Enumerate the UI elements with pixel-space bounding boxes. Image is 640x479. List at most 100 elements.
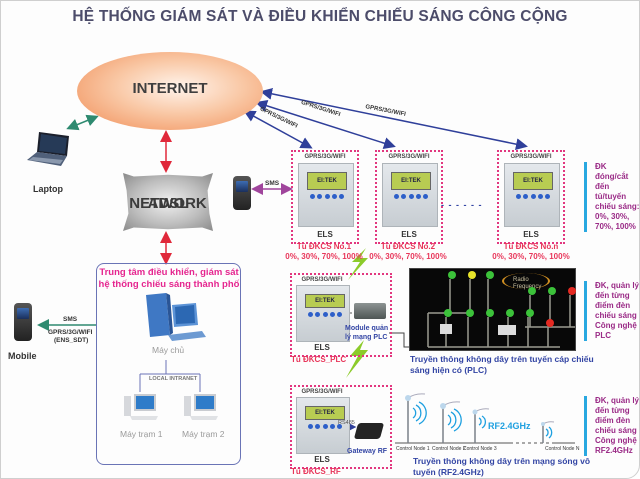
note-line: 0%, 30%,	[595, 212, 630, 221]
cabinet-comm-label: GPRS/3G/WIFI	[304, 154, 346, 160]
mobile-link-service: (ENS_SDT)	[54, 337, 89, 344]
cabinet-buttons	[310, 194, 344, 199]
module-line: lý mạng PLC	[345, 334, 388, 341]
cabinet-levels: 0%, 30%, 70%, 100%	[492, 252, 570, 261]
cabinet-buttons	[308, 312, 342, 317]
plc-cable	[389, 332, 409, 348]
lamp-status-red	[568, 287, 576, 295]
internet-cloud: INTERNET	[77, 52, 263, 130]
controller-icon	[440, 324, 452, 334]
mobile-phone-icon	[14, 303, 32, 341]
cabinet-device: EI:TEK	[296, 285, 350, 342]
caption-line: Truyền thông không dây trên tuyến cáp ch…	[410, 354, 594, 364]
diagram-title: HỆ THỐNG GIÁM SÁT VÀ ĐIỀU KHIỂN CHIẾU SÁ…	[72, 8, 568, 25]
workstation-1-icon[interactable]	[122, 392, 160, 422]
rs485-label: RS485	[338, 420, 355, 426]
adsl-label-line2: NETWORK	[129, 195, 207, 212]
workstation-2-icon[interactable]	[182, 392, 220, 422]
cabinet-device: EI:TEK	[296, 397, 350, 454]
lamp-status-red	[546, 319, 554, 327]
cabinet-n[interactable]: GPRS/3G/WIFI EI:TEK ELS	[497, 150, 565, 244]
control-center-box	[96, 263, 241, 465]
note-line: đến tủ/tuyến	[595, 182, 627, 201]
cabinet-model: ELS	[314, 343, 330, 352]
cabinet-model: ELS	[523, 230, 539, 239]
lamp-status-green	[466, 309, 474, 317]
rf-poles	[405, 393, 555, 443]
note-line: Công nghệ	[595, 321, 637, 330]
cabinet-model: ELS	[314, 455, 330, 464]
adsl-label-line1: ADSL	[147, 195, 189, 212]
control-center-title: Trung tâm điều khiển, giám sát hệ thống …	[97, 267, 241, 291]
workstation-2-label: Máy trạm 2	[182, 429, 225, 439]
cabinet-1[interactable]: GPRS/3G/WIFI EI:TEK ELS	[291, 150, 359, 244]
server-computer-icon[interactable]	[140, 293, 210, 343]
cabinet-device: EI:TEK	[504, 163, 560, 227]
cabinet-model: ELS	[317, 230, 333, 239]
lightning-icon	[346, 340, 368, 378]
note-line: điểm đèn	[595, 301, 631, 310]
module-line: Module quản	[345, 325, 389, 332]
title-line: Trung tâm điều khiển, giám sát	[99, 267, 239, 278]
plc-lighting-panel: Radio Frequency	[409, 268, 576, 351]
cabinet-comm-label: GPRS/3G/WIFI	[388, 154, 430, 160]
rf-caption: Truyền thông không dây trên mạng sóng vô…	[413, 456, 590, 478]
cabinet-screen: EI:TEK	[391, 172, 431, 190]
street-lamp-icon	[541, 421, 555, 443]
title-line: hệ thống chiếu sáng thành phố	[98, 279, 240, 290]
cabinet-buttons	[394, 194, 428, 199]
lamp-status-green	[526, 309, 534, 317]
control-node-label: Control Node 3	[463, 446, 497, 452]
intranet-lines	[139, 360, 201, 392]
sms-label: SMS	[265, 180, 280, 187]
cabinet-ellipsis: - - - - - -	[441, 200, 483, 210]
rf-cabinet-box[interactable]: GPRS/3G/WIFI EI:TEK ELS RS485 Gateway RF	[290, 385, 392, 469]
link-internet-cabinet-n	[260, 87, 528, 151]
note-line: PLC	[595, 331, 611, 340]
cabinet-buttons	[308, 424, 342, 429]
rf-frequency-label: RF2.4GHz	[488, 421, 531, 431]
mobile-phone-icon	[233, 176, 251, 210]
intranet-label: LOCAL INTRANET	[147, 376, 200, 382]
plc-module-label: Module quản lý mạng PLC	[345, 324, 388, 342]
control-node-label: Control Node 1	[396, 446, 430, 452]
cabinet-2[interactable]: GPRS/3G/WIFI EI:TEK ELS	[375, 150, 443, 244]
caption-line: sáng hiện có (PLC)	[410, 365, 487, 375]
note-line: RF2.4GHz	[595, 446, 633, 455]
cabinet-comm-label: GPRS/3G/WIFI	[301, 277, 343, 283]
mobile-link-protocol: GPRS/3G/WIFI	[48, 329, 93, 336]
cabinet-screen: EI:TEK	[305, 406, 345, 420]
plc-caption: Truyền thông không dây trên tuyến cáp ch…	[410, 354, 594, 376]
internet-label: INTERNET	[132, 80, 208, 97]
cabinet-name: Tủ ĐKCS No.n	[503, 242, 559, 251]
laptop-icon	[27, 132, 69, 166]
lamp-status-green	[548, 287, 556, 295]
link-laptop-internet	[66, 114, 99, 131]
street-lamp-icon	[472, 408, 490, 443]
gateway-rf-icon	[353, 423, 385, 439]
note-line: điểm đèn	[595, 416, 631, 425]
lamp-row-top	[410, 269, 576, 295]
caption-line: tuyến (RF2.4GHz)	[413, 467, 484, 477]
note-line: ĐK, quản lý	[595, 281, 640, 290]
side-note-rf: ĐK, quản lý đến từng điểm đèn chiếu sáng…	[584, 396, 639, 456]
lamp-row-bottom	[410, 269, 575, 329]
cabinet-model: ELS	[401, 230, 417, 239]
rf-cabinet-name: Tủ ĐKCS_RF	[291, 467, 341, 476]
lamp-status-green	[506, 309, 514, 317]
street-lamp-icon	[440, 401, 462, 443]
cabinet-levels: 0%, 30%, 70%, 100%	[285, 252, 363, 261]
lamp-status-green	[448, 271, 456, 279]
side-note-cabinet: ĐK đóng/cắt đến tủ/tuyến chiếu sáng: 0%,…	[584, 162, 640, 232]
server-label: Máy chủ	[152, 345, 185, 355]
controller-icon	[498, 325, 516, 335]
control-node-label: Control Node N	[545, 446, 580, 452]
cabinet-comm-label: GPRS/3G/WIFI	[510, 154, 552, 160]
note-line: chiếu sáng:	[595, 202, 640, 211]
control-node-label: Control Node 2	[432, 446, 466, 452]
plc-cabinet-box[interactable]: GPRS/3G/WIFI EI:TEK ELS Module quản lý m…	[290, 273, 392, 357]
